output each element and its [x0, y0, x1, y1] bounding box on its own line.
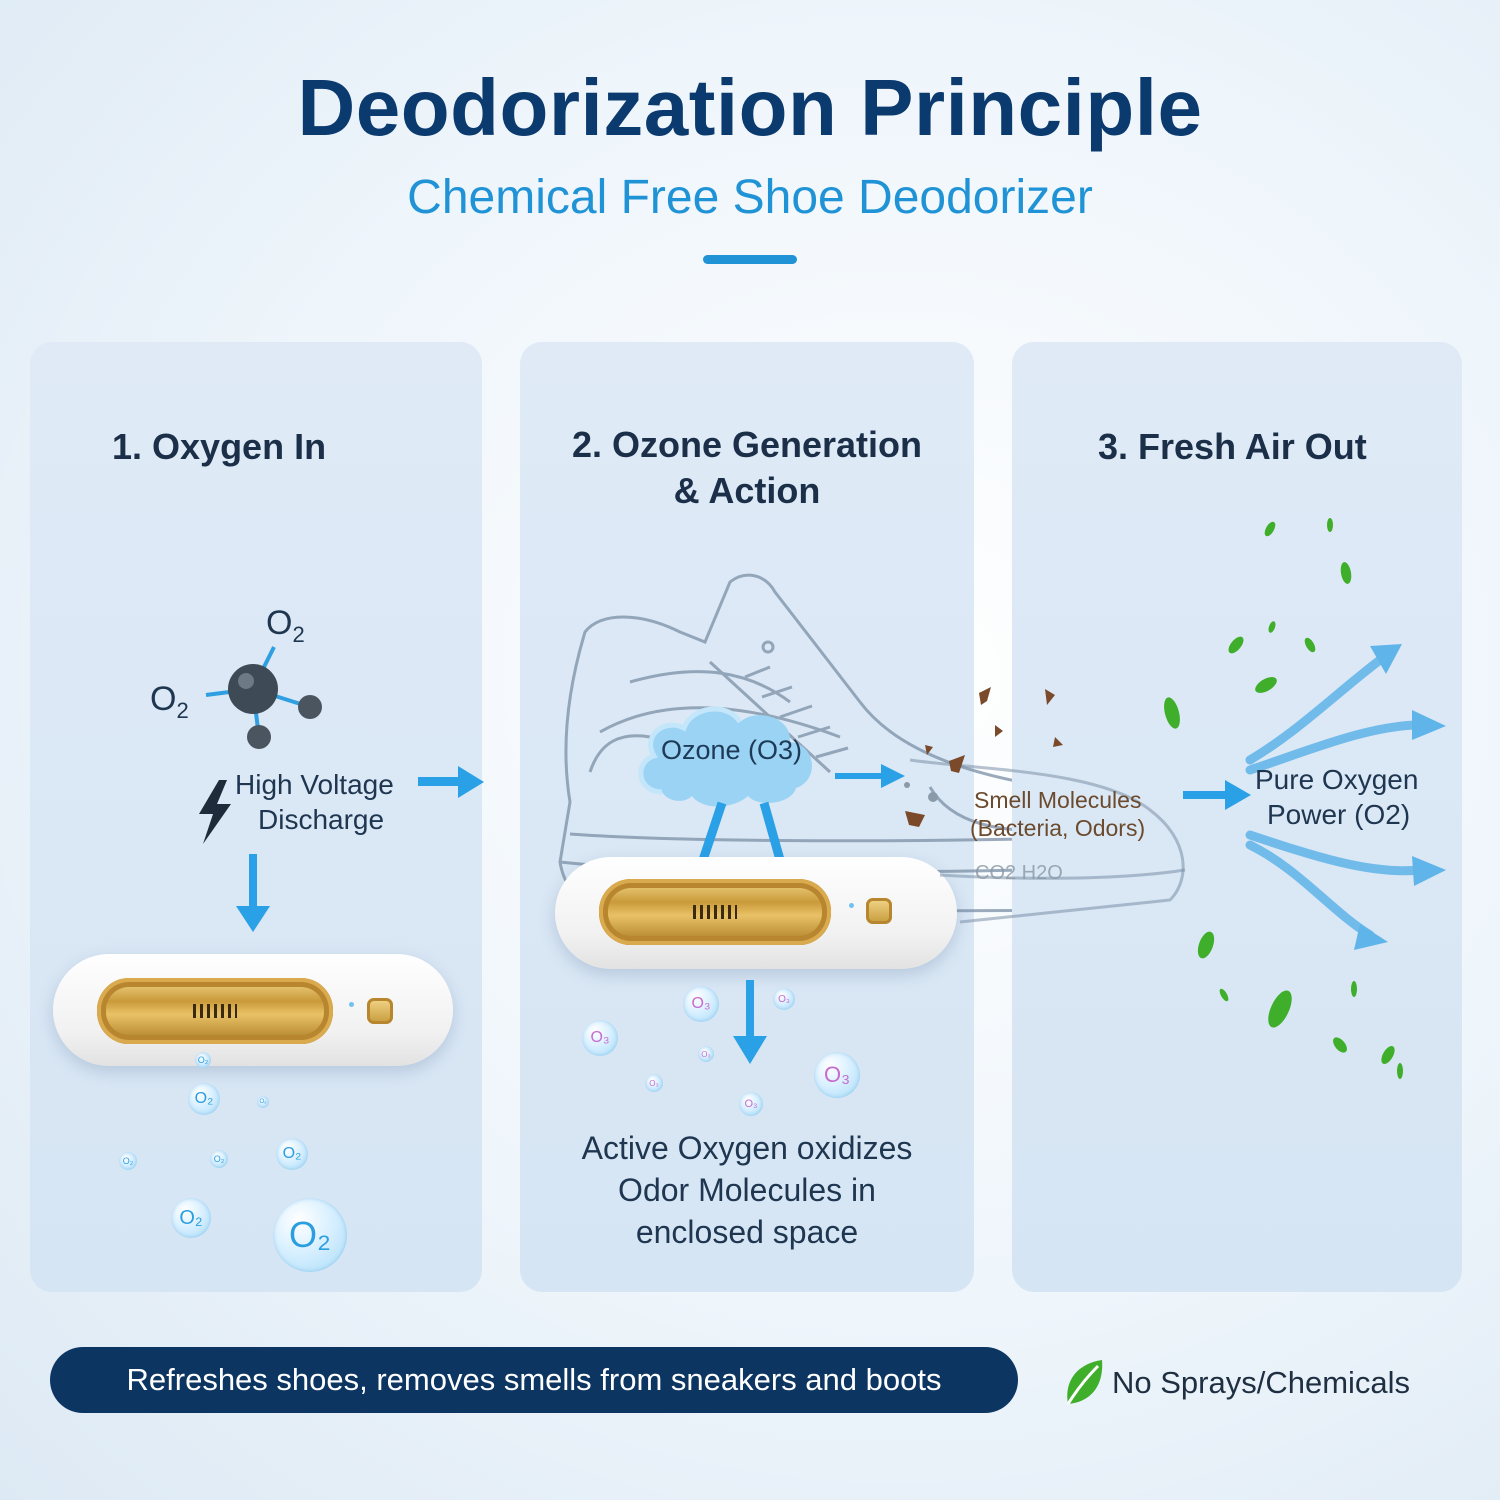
- molecule-label-left: O2: [150, 680, 189, 723]
- molecule-icon: [205, 646, 322, 749]
- molecule-label-top: O2: [266, 604, 305, 647]
- o2-bubble-icon: O₂: [210, 1150, 228, 1168]
- device-grille: [97, 978, 333, 1044]
- step-2-caption-line2: Odor Molecules in: [618, 1172, 876, 1208]
- leaf-icon: [1164, 518, 1403, 1079]
- smell-label-line2: (Bacteria, Odors): [970, 815, 1146, 841]
- step-3-title: 3. Fresh Air Out: [1098, 426, 1367, 467]
- ozone-device: [53, 954, 453, 1066]
- lightning-icon: [199, 780, 231, 844]
- step-1-title: 1. Oxygen In: [112, 426, 327, 467]
- o2-bubble-icon: O₂: [257, 1096, 269, 1108]
- o3-bubble-icon: O₃: [683, 986, 719, 1022]
- ozone-cloud-icon: [638, 706, 812, 807]
- arrow-right-icon: [418, 766, 484, 798]
- o3-bubble-icon: O₃: [814, 1052, 860, 1098]
- device-button: [367, 998, 393, 1024]
- device-grille: [599, 879, 831, 945]
- feature-banner: Refreshes shoes, removes smells from sne…: [50, 1347, 1018, 1413]
- step-panel-oxygen-in: 1. Oxygen In O2 O2 High Voltage Discharg…: [30, 342, 482, 1292]
- title-underline: [703, 255, 797, 264]
- step-panel-ozone-generation: 2. Ozone Generation & Action Ozone (O3): [520, 342, 1187, 1292]
- o2-bubble-icon: O₂: [276, 1138, 308, 1170]
- device-button: [866, 898, 892, 924]
- shoe-outline-icon: [909, 758, 1186, 924]
- step-panel-fresh-air-out: 3. Fresh Air Out: [1012, 342, 1462, 1292]
- step-2-caption-line1: Active Oxygen oxidizes: [581, 1130, 913, 1166]
- ozone-cloud-label: Ozone (O3): [661, 735, 803, 765]
- o3-bubble-icon: O₃: [773, 988, 795, 1010]
- arrow-right-icon: [835, 764, 905, 788]
- smell-label-line1: Smell Molecules: [974, 787, 1142, 813]
- exhaust-label: CO2 H2O: [975, 862, 1063, 884]
- leaf-icon: [1066, 1360, 1103, 1405]
- discharge-label-line1: High Voltage: [235, 769, 394, 800]
- o3-bubble-icon: O₃: [698, 1046, 714, 1062]
- airflow-arrows-icon: [1245, 644, 1446, 950]
- o3-bubble-icon: O₃: [582, 1020, 618, 1056]
- no-chemicals-badge: No Sprays/Chemicals: [1112, 1365, 1411, 1400]
- arrow-down-icon: [236, 854, 270, 932]
- o3-bubble-icon: O₃: [645, 1074, 663, 1092]
- discharge-label-line2: Discharge: [258, 804, 385, 835]
- o3-bubble-icon: O₃: [739, 1092, 763, 1116]
- step-2-title-line2: & Action: [673, 470, 821, 511]
- ozone-device: [555, 857, 957, 969]
- o2-bubble-icon: O₂: [188, 1083, 220, 1115]
- o2-bubble-icon: O₂: [273, 1198, 347, 1272]
- step-2-caption-line3: enclosed space: [635, 1214, 859, 1250]
- o2-bubble-icon: O₂: [195, 1052, 211, 1068]
- arrow-down-icon: [733, 980, 767, 1064]
- o2-bubble-icon: O₂: [119, 1152, 137, 1170]
- page-title: Deodorization Principle: [297, 63, 1203, 152]
- oxygen-label-line1: Pure Oxygen: [1255, 764, 1419, 795]
- arrow-right-icon: [1183, 780, 1251, 810]
- page-subtitle: Chemical Free Shoe Deodorizer: [407, 171, 1093, 224]
- step-2-title-line1: 2. Ozone Generation: [571, 424, 923, 465]
- oxygen-label-line2: Power (O2): [1267, 799, 1411, 830]
- o2-bubble-icon: O₂: [171, 1198, 211, 1238]
- smell-particles-icon: [904, 687, 1063, 827]
